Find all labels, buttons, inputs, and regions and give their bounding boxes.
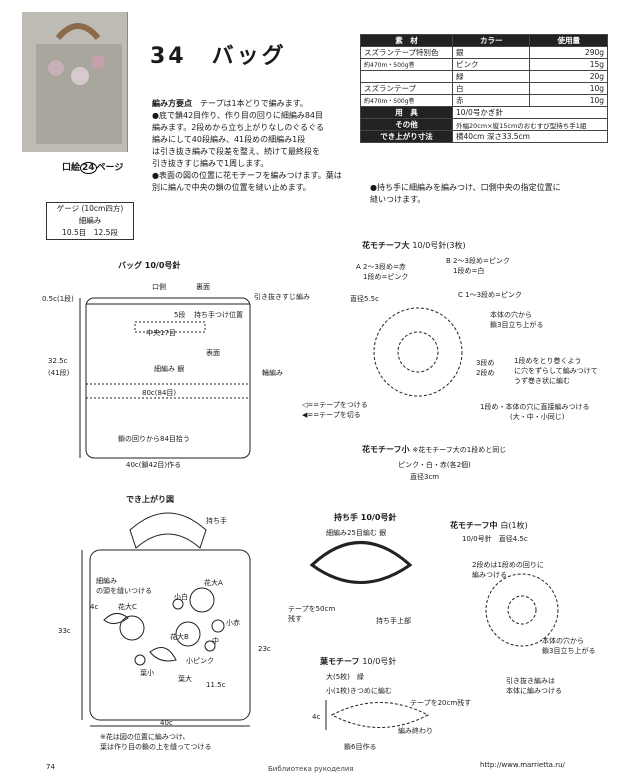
method-note: ●持ち手に細編みを編みつけ、口側中央の指定位置に縫いつけます。: [370, 183, 561, 204]
method-text: 編み方要点 テープは1本どりで編みます。 ●底で鎖42目作り、作り目の回りに細編…: [152, 99, 342, 192]
mid-title: 花モチーフ中 白(1枚): [450, 521, 528, 530]
big-title: 花モチーフ大 10/0号針(3枚): [362, 241, 466, 250]
finish-note1: ※花は図の位置に編みつけ、: [100, 733, 190, 741]
label-c325: 32.5c: [48, 357, 68, 365]
finish-leaf-l: 葉大: [178, 675, 192, 683]
small-dia: 直径3cm: [410, 473, 440, 481]
label-center: 中央17目: [146, 329, 176, 337]
bag-title: バッグ 10/0号針: [118, 261, 181, 270]
big-B: B 2〜3段め=ピンク 1段め=白: [446, 257, 510, 275]
mid-needle: 10/0号針 直径4.5c: [462, 535, 528, 543]
big-body: 本体の穴から鎖3目立ち上がる: [490, 311, 544, 329]
finish-small-pink: 小ピンク: [186, 657, 214, 665]
finish-flowerA: 花大A: [204, 579, 223, 587]
finish-note2: 葉は作り目の鎖の上を縫ってつける: [100, 743, 212, 751]
page-title: 34 バッグ: [150, 44, 287, 69]
label-front: 表面: [206, 349, 220, 357]
leaf-tape: テープを20cm残す: [410, 699, 472, 707]
label-chain: 40c(鎖42目)作る: [126, 461, 182, 469]
small-title: 花モチーフ小 ※花モチーフ大の1段めと同じ: [362, 445, 507, 454]
finish-flowerB: 花大B: [170, 633, 189, 641]
finish-c4: 4c: [90, 603, 99, 611]
mid-pick: 引き抜き編みは本体に編みつける: [506, 677, 562, 695]
finish-c115: 11.5c: [206, 681, 226, 689]
mid-body: 本体の穴から鎖3目立ち上がる: [542, 637, 596, 655]
finish-handle: 持ち手: [206, 517, 227, 525]
footer-url[interactable]: http://www.marrietta.ru/: [480, 761, 565, 769]
finish-mid: 中: [212, 637, 219, 645]
gauge-box: ゲージ (10cm四方) 細編み 10.5目 12.5段: [46, 202, 134, 240]
label-slip: 引き抜きすじ編み: [254, 293, 310, 301]
label-rows41: (41段): [48, 369, 70, 377]
label-mouth: 口側: [152, 283, 166, 291]
leaf-c4: 4c: [312, 713, 321, 721]
small-colors: ピンク・白・赤(各2個): [398, 461, 471, 469]
leaf-chain: 鎖6目作る: [344, 743, 377, 751]
label-back: 裏面: [196, 283, 210, 291]
leaf-title: 葉モチーフ 10/0号針: [320, 657, 397, 666]
finish-sew: 細編み: [96, 577, 117, 585]
mid-l: 2段めは1段めの回りに編みつける: [472, 561, 544, 579]
finish-leaf-s: 葉小: [140, 669, 154, 677]
label-c05: 0.5c(1段): [42, 295, 74, 303]
label-c80: 80c(84目): [142, 389, 177, 397]
leaf-end: 編み終わり: [398, 727, 433, 735]
label-sc: 細編み 銀: [154, 365, 185, 373]
label-handle-pos: 持ち手つけ位置: [194, 311, 243, 319]
finish-c23: 23c: [258, 645, 271, 653]
label-spiral: 輪編み: [262, 369, 283, 377]
label-pick: 鎖の回りから84目拾う: [118, 435, 190, 443]
big-C: C 1〜3段め=ピンク: [458, 291, 522, 299]
big-r1: 1段め・本体の穴に直接編みつける(大・中・小同じ): [480, 403, 590, 421]
finish-small-red: 小赤: [226, 619, 240, 627]
finish-c40: 40c: [160, 719, 173, 727]
legend: ◁==テープをつける◀==テープを切る: [302, 401, 368, 419]
page-number: 74: [46, 763, 55, 771]
finish-sew2: の頭を縫いつける: [96, 587, 152, 595]
handle-label: 細編み25目編む 銀: [326, 529, 387, 537]
big-explain: 1段めをとり巻くように穴をずらして編みつけてうず巻き状に編む: [514, 357, 598, 385]
big-A: A 2〜3段め=赤 1段め=ピンク: [356, 263, 409, 281]
leaf-small: 小(1枚)きつめに編む: [326, 687, 392, 695]
handle-top: 持ち手上部: [376, 617, 411, 625]
footer-watermark: Библиотека рукоделия: [268, 765, 354, 773]
leaf-big: 大(5枚) 緑: [326, 673, 364, 681]
handle-title: 持ち手 10/0号針: [334, 513, 397, 522]
big-dia: 直径5.5c: [350, 295, 379, 303]
finish-c33: 33c: [58, 627, 71, 635]
finish-small-white: 小白: [174, 593, 188, 601]
label-rows5: 5段: [174, 311, 186, 319]
finish-title: でき上がり図: [126, 495, 174, 504]
finish-flowerC: 花大C: [118, 603, 137, 611]
